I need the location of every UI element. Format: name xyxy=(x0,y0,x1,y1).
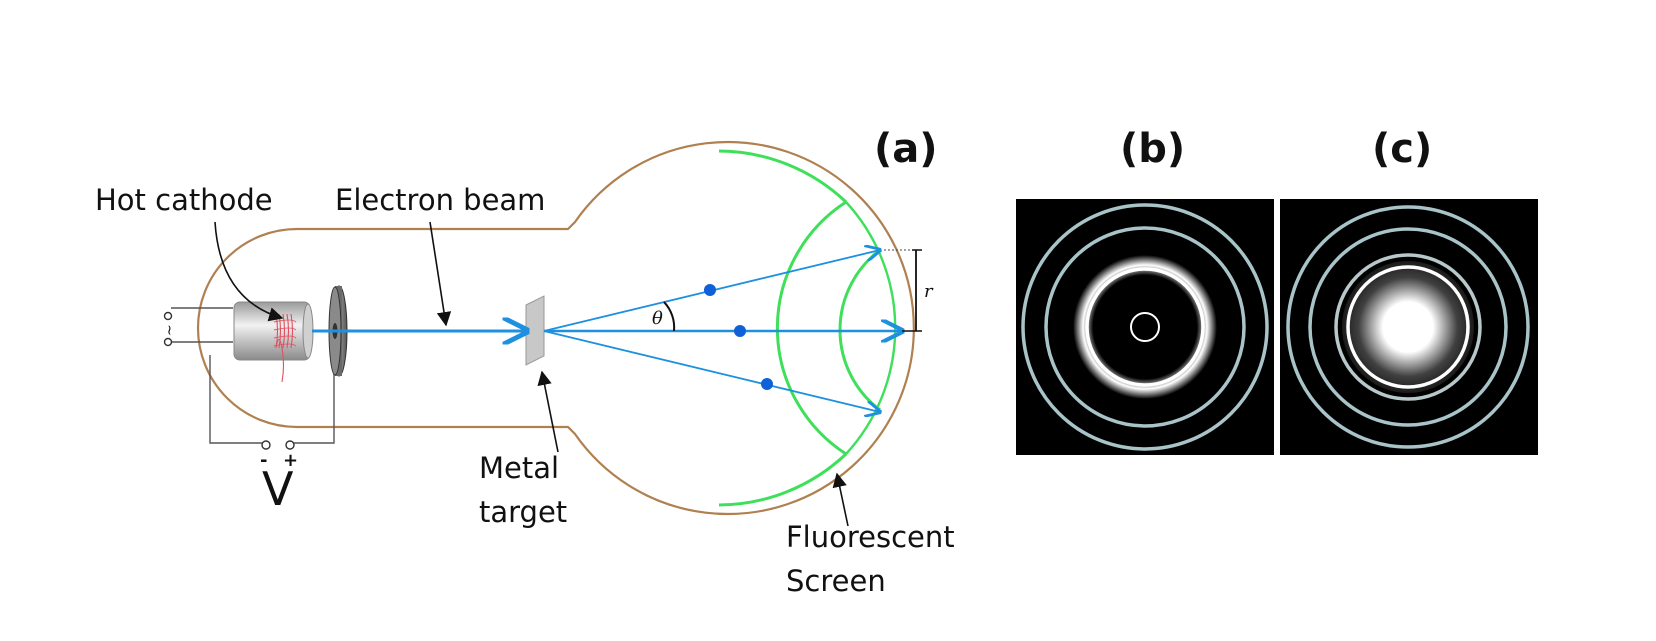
circuit-wires xyxy=(171,307,335,444)
electron-dot-top xyxy=(704,284,716,296)
fluorescent-screen xyxy=(718,149,897,507)
screen-arc-top xyxy=(718,149,848,204)
tube-outline xyxy=(196,140,915,516)
screen-arc-bottom xyxy=(718,452,848,507)
electron-beam-label: Electron beam xyxy=(335,183,545,217)
screen-arc-right xyxy=(845,201,897,455)
electron-beam-pointer xyxy=(429,221,452,327)
hot-cathode-label: Hot cathode xyxy=(95,183,273,217)
metal-target-pointer xyxy=(537,370,559,453)
electron-dot-bottom xyxy=(761,378,773,390)
panel-label-a: (a) xyxy=(874,126,938,172)
fluorescent-screen-label-line1: Fluorescent xyxy=(786,520,955,554)
metal-target-label-line2: target xyxy=(479,495,567,529)
apparatus-diagram: ~ - + V θ xyxy=(95,126,955,598)
panel-label-b: (b) xyxy=(1120,126,1185,172)
electron-dot-center xyxy=(734,325,746,337)
voltage-minus-sign: - xyxy=(260,450,267,471)
fluorescent-screen-label-line2: Screen xyxy=(786,564,886,598)
metal-target-label-line1: Metal xyxy=(479,451,559,485)
ac-symbol: ~ xyxy=(162,324,178,336)
filament-coil xyxy=(275,313,294,383)
voltage-terminal-minus xyxy=(261,440,271,450)
radius-label: r xyxy=(924,281,934,302)
circuit-terminals xyxy=(163,311,295,450)
voltage-terminal-plus xyxy=(285,440,295,450)
panel-label-c: (c) xyxy=(1372,126,1432,172)
metal-target xyxy=(525,295,545,366)
radius-indicator xyxy=(884,249,922,332)
theta-label: θ xyxy=(652,308,663,329)
diffraction-pattern-b: (b) xyxy=(1016,126,1274,455)
ac-terminal-bottom xyxy=(163,337,173,347)
hot-cathode xyxy=(233,301,314,383)
theta-arc xyxy=(663,301,676,332)
diffracted-beam-bottom xyxy=(543,330,880,412)
fluorescent-screen-pointer xyxy=(832,472,849,527)
voltage-label: V xyxy=(262,462,294,516)
ac-terminal-top xyxy=(163,311,173,321)
hot-cathode-pointer xyxy=(214,221,284,322)
diffraction-pattern-c: (c) xyxy=(1280,126,1538,455)
screen-arc-outer xyxy=(775,200,847,456)
voltage-plus-sign: + xyxy=(283,450,298,471)
